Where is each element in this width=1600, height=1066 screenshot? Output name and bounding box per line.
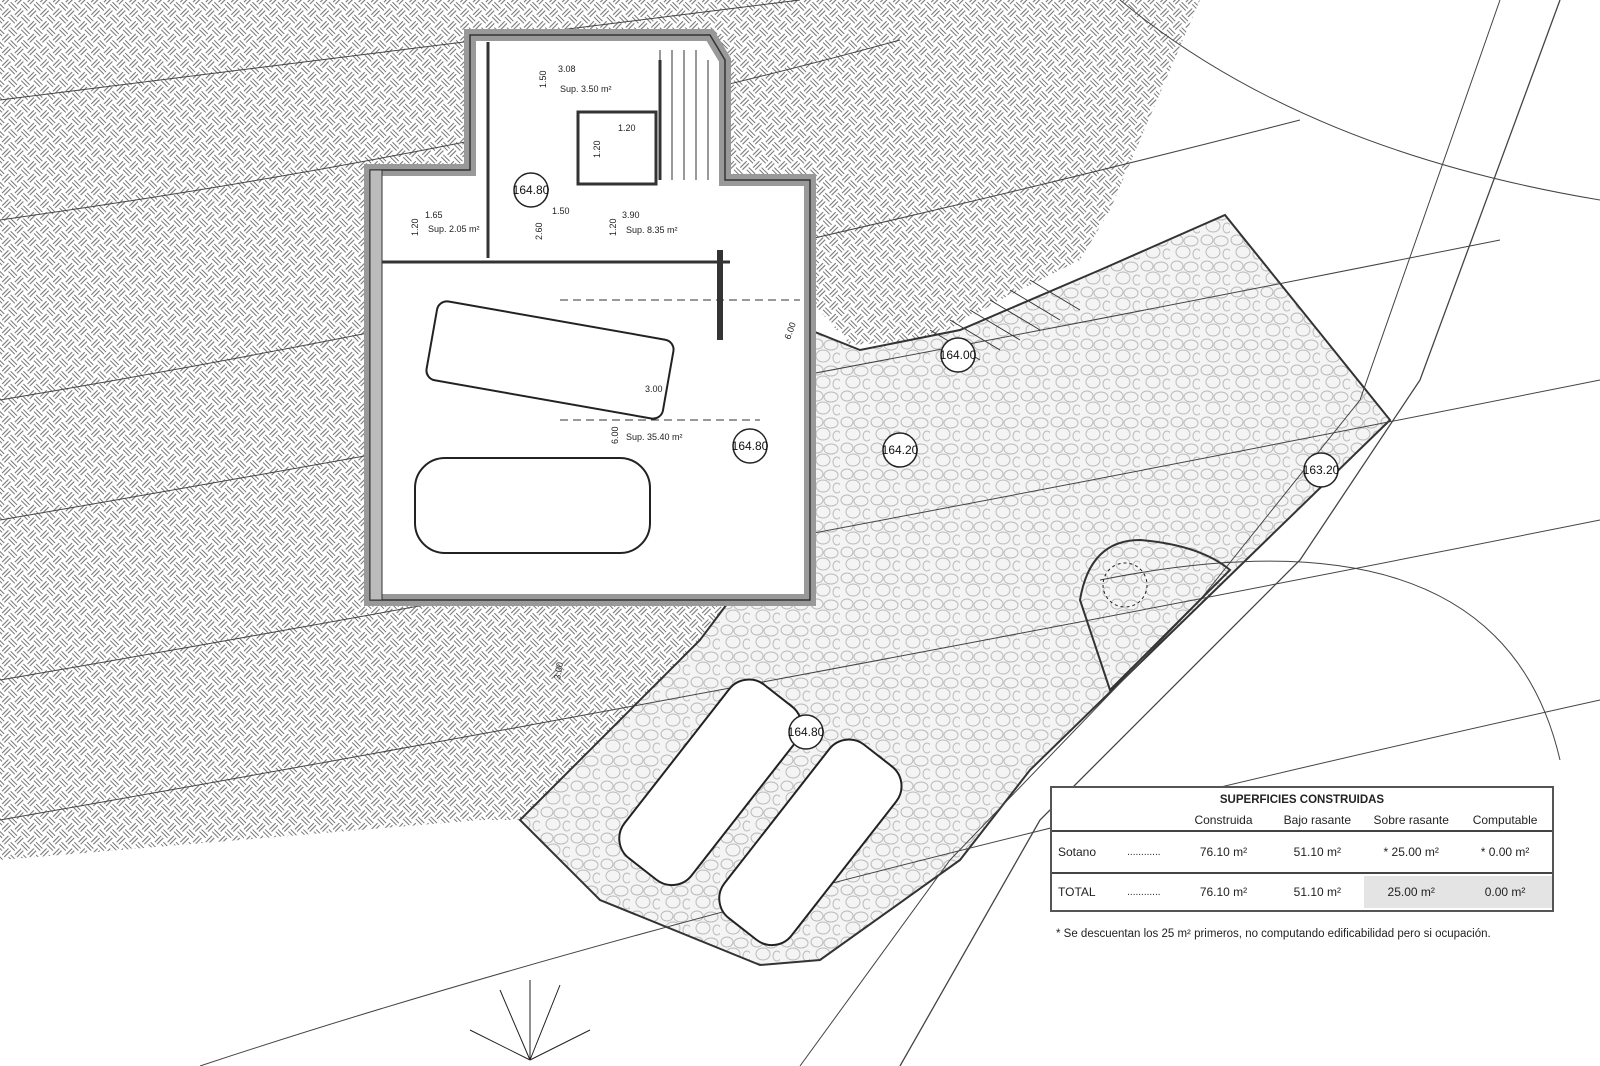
table-footnote: * Se descuentan los 25 m² primeros, no c… — [1056, 928, 1491, 940]
svg-text:Sup. 35.40 m²: Sup. 35.40 m² — [626, 432, 683, 442]
table-title: SUPERFICIES CONSTRUIDAS — [1219, 794, 1385, 806]
level-marker: 164.80 — [732, 428, 769, 464]
svg-text:3.08: 3.08 — [558, 64, 576, 74]
column-header: Bajo rasante — [1283, 813, 1352, 827]
area-summary-table: SUPERFICIES CONSTRUIDAS Construida Bajo … — [1050, 786, 1554, 912]
car-garage-2 — [414, 457, 651, 554]
svg-text:164.80: 164.80 — [513, 183, 550, 197]
svg-text:163.20: 163.20 — [1303, 463, 1340, 477]
car-ramp-1 — [618, 678, 803, 887]
palm-plant — [469, 980, 591, 1061]
svg-text:Sup. 8.35 m²: Sup. 8.35 m² — [626, 225, 678, 235]
column-header: Construida — [1194, 813, 1253, 827]
level-marker: 163.20 — [1303, 452, 1340, 488]
car-garage-1 — [425, 300, 675, 420]
tree — [1102, 562, 1148, 608]
svg-text:2.60: 2.60 — [534, 222, 544, 240]
svg-text:3.00: 3.00 — [552, 661, 565, 680]
svg-text:Sup. 3.50 m²: Sup. 3.50 m² — [560, 84, 612, 94]
svg-text:1.50: 1.50 — [552, 206, 570, 216]
svg-text:1.20: 1.20 — [608, 218, 618, 236]
level-marker: 164.80 — [788, 714, 825, 750]
svg-text:1.50: 1.50 — [538, 70, 548, 88]
car-ramp-2 — [718, 738, 903, 947]
svg-text:164.20: 164.20 — [882, 443, 919, 457]
svg-text:6.00: 6.00 — [610, 426, 620, 444]
level-markers: 164.80 164.80 164.80 164.00 164.20 163.2… — [513, 172, 1340, 750]
table-row-total: TOTAL ............ 76.10 m² 51.10 m² 25.… — [1052, 874, 1552, 910]
svg-text:3.90: 3.90 — [622, 210, 640, 220]
room-labels: Sup. 3.50 m² 3.08 1.50 Sup. 2.05 m² 1.65… — [410, 64, 798, 680]
level-marker: 164.20 — [882, 432, 919, 468]
table-row: Sotano ............ 76.10 m² 51.10 m² * … — [1052, 832, 1552, 874]
svg-text:1.20: 1.20 — [618, 123, 636, 133]
svg-text:1.65: 1.65 — [425, 210, 443, 220]
svg-text:3.00: 3.00 — [645, 384, 663, 394]
svg-text:164.00: 164.00 — [940, 348, 977, 362]
svg-text:164.80: 164.80 — [732, 439, 769, 453]
cars — [414, 300, 903, 947]
planter — [1078, 538, 1232, 692]
svg-text:1.20: 1.20 — [592, 140, 602, 158]
svg-text:Sup. 2.05 m²: Sup. 2.05 m² — [428, 224, 480, 234]
column-header: Sobre rasante — [1373, 813, 1449, 827]
table-header-row: Construida Bajo rasante Sobre rasante Co… — [1052, 810, 1552, 832]
level-marker: 164.80 — [513, 172, 550, 208]
svg-text:164.80: 164.80 — [788, 725, 825, 739]
level-marker: 164.00 — [940, 337, 977, 373]
svg-text:1.20: 1.20 — [410, 218, 420, 236]
column-header: Computable — [1472, 813, 1538, 827]
